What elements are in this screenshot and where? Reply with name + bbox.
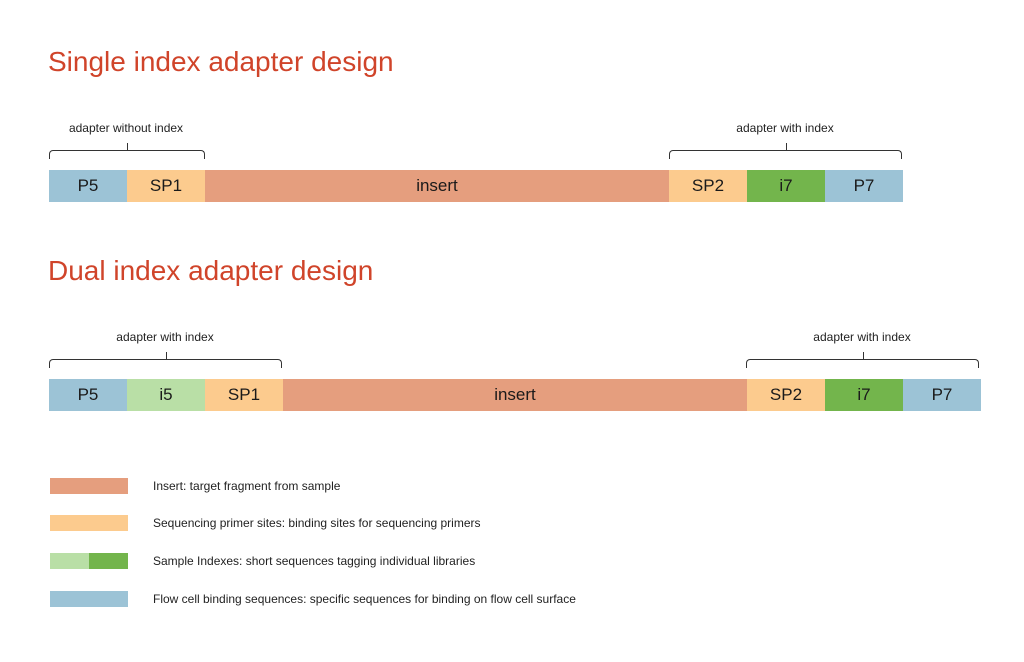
- dual-left-bracket-label: adapter with index: [116, 330, 214, 344]
- single-right-bracket: [669, 143, 902, 159]
- dual-left-bracket: [49, 352, 282, 368]
- legend-text-flowcell: Flow cell binding sequences: specific se…: [153, 592, 576, 606]
- dual-segment-sp1: SP1: [205, 379, 283, 411]
- dual-segment-sp2: SP2: [747, 379, 825, 411]
- legend-swatch-index: [50, 553, 128, 569]
- legend-swatch-part: [50, 553, 89, 569]
- dual-segment-p7: P7: [903, 379, 981, 411]
- dual-index-title: Dual index adapter design: [48, 255, 374, 286]
- dual-index-adapter-bar: P5 i5 SP1 insert SP2 i7 P7: [49, 379, 981, 411]
- dual-segment-i5: i5: [127, 379, 205, 411]
- single-segment-i7: i7: [747, 170, 825, 202]
- single-left-bracket-label: adapter without index: [68, 121, 184, 135]
- single-left-bracket: [49, 143, 205, 159]
- single-segment-p7: P7: [825, 170, 903, 202]
- dual-right-bracket-label: adapter with index: [813, 330, 911, 344]
- legend-swatch-insert: [50, 478, 128, 494]
- legend-text-primer: Sequencing primer sites: binding sites f…: [153, 516, 481, 530]
- single-index-adapter-bar: P5 SP1 insert SP2 i7 P7: [49, 170, 903, 202]
- dual-segment-p5: P5: [49, 379, 127, 411]
- single-segment-sp2: SP2: [669, 170, 747, 202]
- dual-right-bracket: [746, 352, 979, 368]
- single-segment-p5: P5: [49, 170, 127, 202]
- legend-text-insert: Insert: target fragment from sample: [153, 479, 341, 493]
- legend-swatch-part: [50, 591, 128, 607]
- dual-segment-insert: insert: [283, 379, 747, 411]
- single-segment-sp1: SP1: [127, 170, 205, 202]
- legend-swatch-part: [50, 478, 128, 494]
- single-right-bracket-label: adapter with index: [736, 121, 834, 135]
- single-index-title: Single index adapter design: [48, 46, 394, 77]
- legend-swatch-part: [50, 515, 128, 531]
- legend-swatch-primer: [50, 515, 128, 531]
- legend-text-index: Sample Indexes: short sequences tagging …: [153, 554, 476, 568]
- single-segment-insert: insert: [205, 170, 669, 202]
- legend-swatch-part: [89, 553, 128, 569]
- legend-swatch-flowcell: [50, 591, 128, 607]
- dual-segment-i7: i7: [825, 379, 903, 411]
